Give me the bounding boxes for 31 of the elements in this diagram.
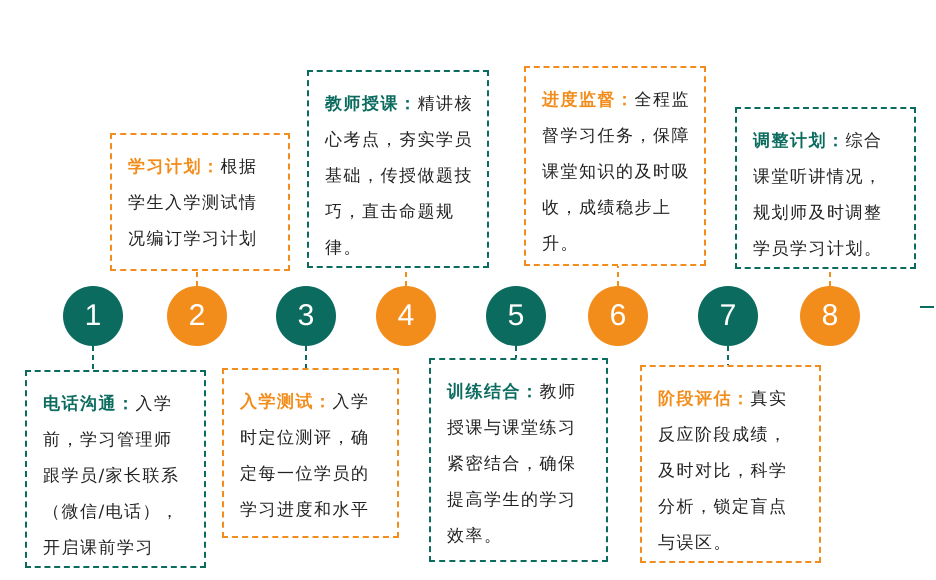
connector-line <box>829 269 831 286</box>
step-description: 调整计划：综合课堂听讲情况，规划师及时调整学员学习计划。 <box>753 130 884 261</box>
connector-line <box>515 346 517 358</box>
step-card <box>429 358 608 562</box>
step-card <box>222 368 399 538</box>
step-description: 入学测试：入学时定位测评，确定每一位学员的学习进度和水平 <box>240 391 370 522</box>
step-description: 阶段评估：真实反应阶段成绩，及时对比，科学分析，锁定盲点与误区。 <box>658 388 788 555</box>
step-description: 电话沟通：入学前，学习管理师跟学员/家长联系（微信/电话），开启课前学习 <box>43 393 181 560</box>
step-description: 教师授课：精讲核心考点，夯实学员基础，传授做题技巧，直击命题规律。 <box>325 93 473 260</box>
step-number: 8 <box>822 301 838 331</box>
step-description: 学习计划：根据学生入学测试情况编订学习计划 <box>128 156 258 251</box>
connector-line <box>92 346 94 370</box>
step-card <box>110 133 290 271</box>
connector-line <box>196 271 198 286</box>
step-number: 6 <box>610 301 626 331</box>
step-number: 5 <box>508 301 524 331</box>
step-card <box>307 70 489 268</box>
connector-line <box>305 346 307 368</box>
step-description: 进度监督：全程监督学习任务，保障课堂知识的及时吸收，成绩稳步上升。 <box>542 89 690 256</box>
step-card <box>735 107 916 269</box>
step-number: 3 <box>298 301 314 331</box>
step-number: 4 <box>398 301 414 331</box>
step-description: 训练结合：教师授课与课堂练习紧密结合，确保提高学生的学习效率。 <box>447 381 578 548</box>
step-number: 7 <box>720 301 736 331</box>
step-card <box>640 365 821 563</box>
connector-line <box>617 266 619 286</box>
step-number: 1 <box>84 301 102 331</box>
step-number: 2 <box>188 301 206 331</box>
connector-line <box>727 346 729 365</box>
step-card <box>25 370 206 568</box>
step-card <box>524 66 706 266</box>
